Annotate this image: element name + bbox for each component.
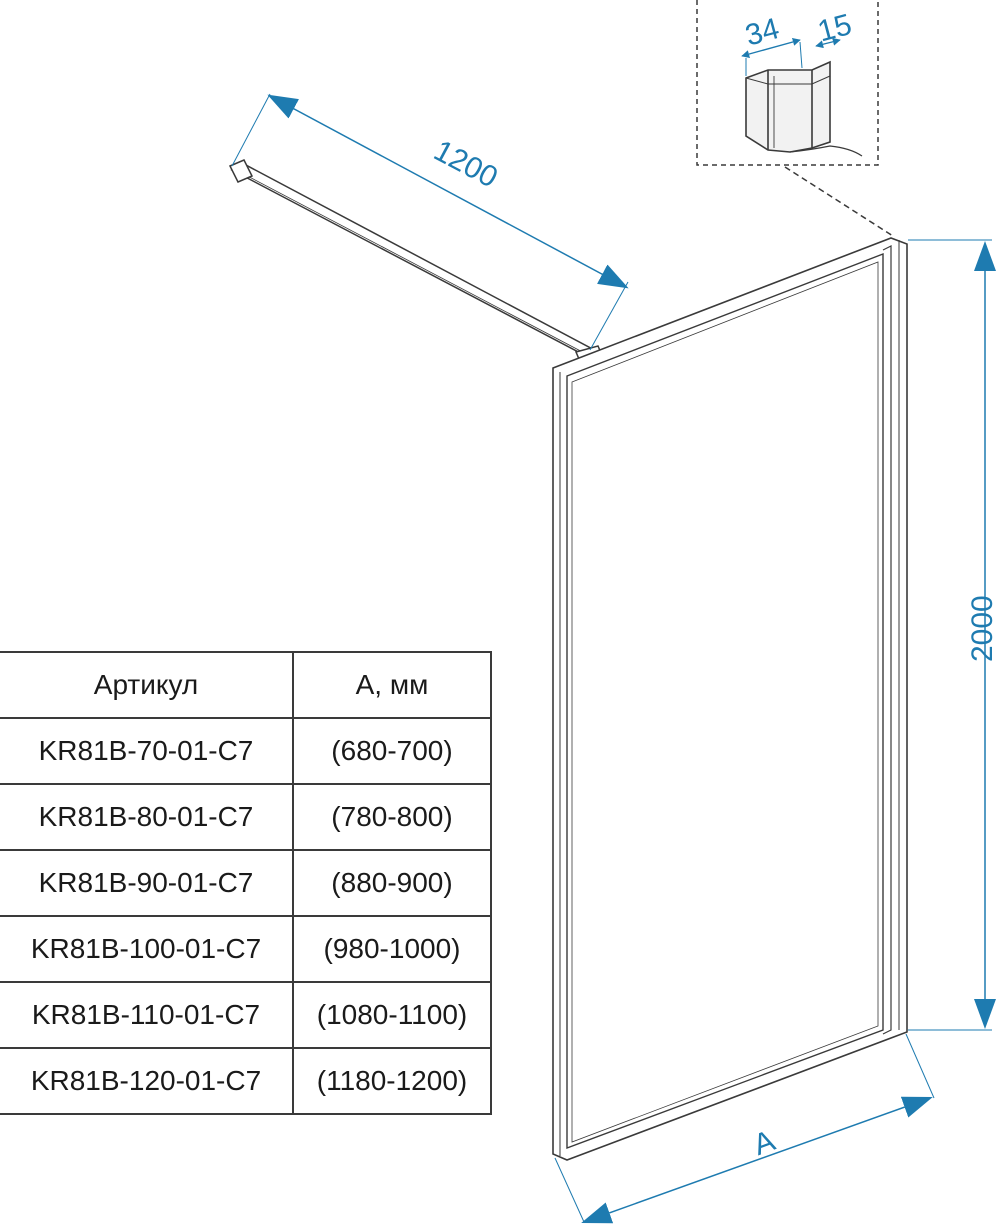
profile-section [745, 60, 863, 157]
table-row: KR81B-90-01-C7 (880-900) [0, 849, 492, 917]
wall-profile [882, 245, 892, 1035]
panel-height-label: 2000 [966, 595, 999, 662]
article-cell: KR81B-110-01-C7 [0, 981, 294, 1049]
stabilizer-length-label: 1200 [428, 134, 502, 194]
size-cell: (780-800) [292, 783, 492, 851]
article-cell: KR81B-70-01-C7 [0, 717, 294, 785]
article-cell: KR81B-80-01-C7 [0, 783, 294, 851]
size-cell: (980-1000) [292, 915, 492, 983]
profile-depth-label: 15 [814, 8, 855, 49]
table-row: KR81B-80-01-C7 (780-800) [0, 783, 492, 851]
wall-mount [228, 159, 254, 183]
inset-leader [784, 166, 894, 237]
article-cell: KR81B-90-01-C7 [0, 849, 294, 917]
inset-frame [696, 0, 879, 166]
table-row: KR81B-70-01-C7 (680-700) [0, 717, 492, 785]
profile-depth-dimension-line [815, 37, 841, 49]
size-cell: (1180-1200) [292, 1047, 492, 1115]
table-row: KR81B-100-01-C7 (980-1000) [0, 915, 492, 983]
table-header-row: Артикул A, мм [0, 651, 492, 719]
article-cell: KR81B-100-01-C7 [0, 915, 294, 983]
panel-height-dimension: 2000 [908, 239, 999, 1031]
profile-width-dimension-line [741, 38, 801, 58]
header-size: A, мм [292, 651, 492, 719]
panel-width-label: A [749, 1124, 779, 1162]
glass-panel [552, 237, 908, 1161]
header-article: Артикул [0, 651, 294, 719]
size-cell: (1080-1100) [292, 981, 492, 1049]
profile-detail-inset: 34 15 [696, 0, 894, 237]
article-size-table: Артикул A, мм KR81B-70-01-C7 (680-700) K… [0, 651, 492, 1115]
stabilizer-length-dimension: 1200 [231, 93, 629, 351]
table-row: KR81B-120-01-C7 (1180-1200) [0, 1047, 492, 1115]
stabilizer-bar [228, 159, 606, 367]
size-cell: (680-700) [292, 717, 492, 785]
article-cell: KR81B-120-01-C7 [0, 1047, 294, 1115]
size-cell: (880-900) [292, 849, 492, 917]
table-row: KR81B-110-01-C7 (1080-1100) [0, 981, 492, 1049]
